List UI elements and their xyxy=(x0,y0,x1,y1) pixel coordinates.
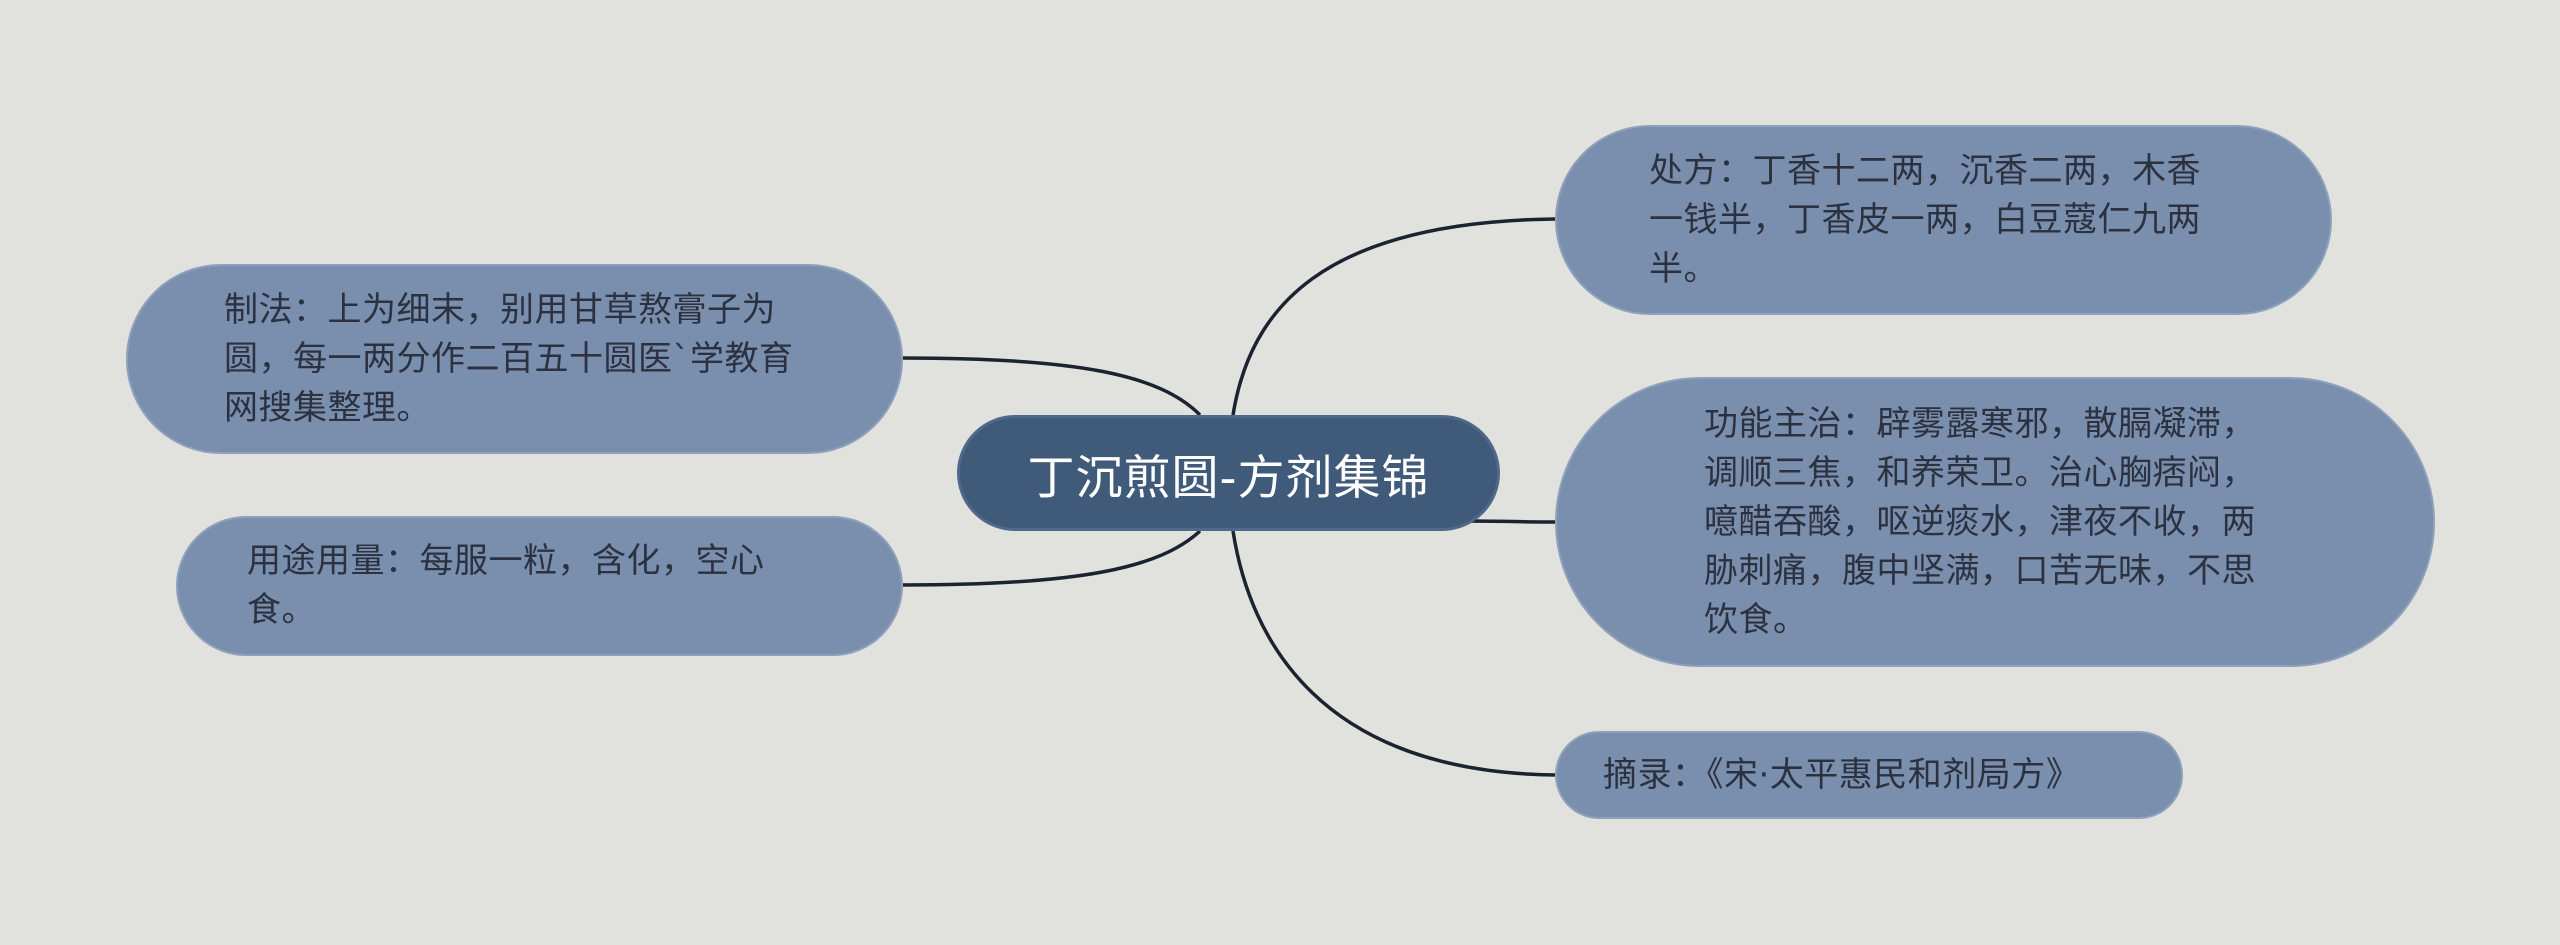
branch-node-recipe[interactable]: 处方：丁香十二两，沉香二两，木香一钱半，丁香皮一两，白豆蔻仁九两半。 xyxy=(1555,125,2332,315)
branch-function-text: 功能主治：辟雾露寒邪，散膈凝滞，调顺三焦，和养荣卫。治心胸痞闷，噫醋吞酸，呕逆痰… xyxy=(1704,403,2256,640)
branch-source-text: 摘录：《宋·太平惠民和剂局方》 xyxy=(1603,754,2081,795)
branch-node-usage[interactable]: 用途用量：每服一粒，含化，空心食。 xyxy=(176,516,903,656)
central-topic-label: 丁沉煎圆-方剂集锦 xyxy=(1027,450,1430,506)
central-topic-node[interactable]: 丁沉煎圆-方剂集锦 xyxy=(957,415,1500,531)
branch-node-method[interactable]: 制法：上为细末，别用甘草熬膏子为圆，每一两分作二百五十圆医`学教育网搜集整理。 xyxy=(126,264,903,454)
branch-node-function[interactable]: 功能主治：辟雾露寒邪，散膈凝滞，调顺三焦，和养荣卫。治心胸痞闷，噫醋吞酸，呕逆痰… xyxy=(1555,377,2435,667)
connector-recipe xyxy=(1231,217,1556,416)
branch-method-text: 制法：上为细末，别用甘草熬膏子为圆，每一两分作二百五十圆医`学教育网搜集整理。 xyxy=(224,289,794,428)
branch-recipe-text: 处方：丁香十二两，沉香二两，木香一钱半，丁香皮一两，白豆蔻仁九两半。 xyxy=(1649,150,2201,289)
connector-source xyxy=(1231,530,1556,777)
branch-node-source[interactable]: 摘录：《宋·太平惠民和剂局方》 xyxy=(1555,731,2183,819)
connector-usage xyxy=(902,529,1202,587)
connector-method xyxy=(902,356,1202,417)
connector-function xyxy=(1466,519,1556,524)
branch-usage-text: 用途用量：每服一粒，含化，空心食。 xyxy=(247,541,765,630)
